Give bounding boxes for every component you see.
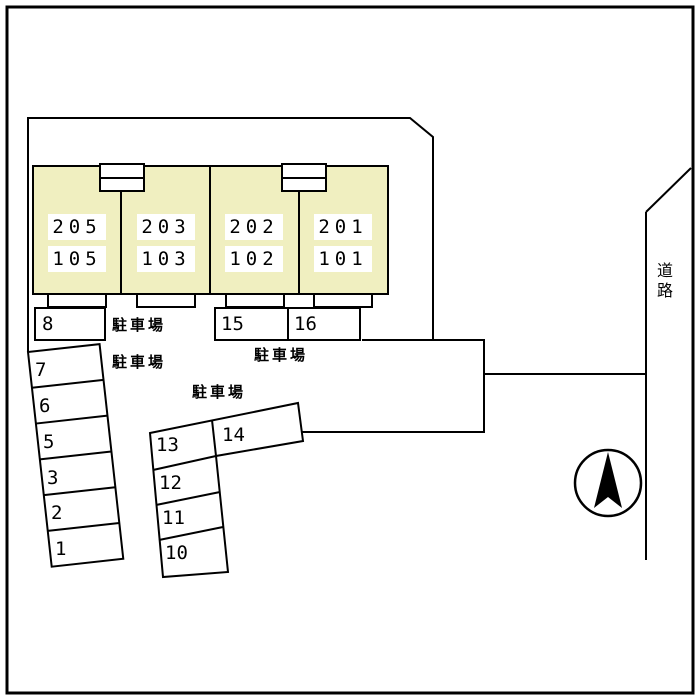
parking-number-6: 6: [39, 395, 51, 417]
left-column-divider-5: [47, 522, 120, 532]
parking-number-5: 5: [43, 431, 55, 453]
parking-number-10: 10: [165, 542, 188, 564]
parking-number-14: 14: [222, 424, 245, 446]
parking-area-label-4: 駐車場: [192, 383, 247, 401]
unit-label-105: 105: [48, 246, 106, 272]
parking-number-15: 15: [221, 313, 244, 335]
porch-1: [47, 293, 107, 308]
middle-divider-13-14: [211, 419, 217, 457]
site-boundary-step-lower: [302, 374, 485, 433]
road-diagonal-line: [645, 167, 692, 213]
parking-area-label-3: 駐車場: [254, 346, 309, 364]
left-column-divider-3: [39, 450, 112, 461]
parking-number-11: 11: [162, 507, 185, 529]
north-arrow-icon: [594, 452, 622, 508]
parking-number-16: 16: [294, 313, 317, 335]
left-parking-column: [26, 342, 125, 568]
parking-number-8: 8: [42, 313, 54, 335]
frame-border: [5, 5, 695, 695]
parking-area-label-2: 駐車場: [112, 353, 167, 371]
unit-label-205: 205: [48, 214, 106, 240]
parking-stall-8-box: [34, 307, 106, 341]
middle-divider-11-10: [158, 526, 224, 541]
parking-number-2: 2: [51, 502, 63, 524]
parking-number-3: 3: [47, 467, 59, 489]
parking-number-13: 13: [156, 434, 179, 456]
parking-area-label-1: 駐車場: [112, 316, 167, 334]
unit-label-202: 202: [225, 214, 283, 240]
parking-number-1: 1: [55, 538, 67, 560]
unit-label-103: 103: [137, 246, 195, 272]
porch-3: [225, 293, 285, 308]
parking-number-12: 12: [159, 472, 182, 494]
porch-4: [313, 293, 373, 308]
unit-label-203: 203: [137, 214, 195, 240]
parking-stall-16-box: [287, 307, 361, 341]
unit-label-102: 102: [225, 246, 283, 272]
left-column-divider-2: [35, 414, 108, 425]
middle-divider-13-12: [152, 455, 217, 471]
site-boundary-left-top: [27, 117, 434, 352]
middle-divider-12-11: [155, 491, 221, 506]
site-boundary-step-upper: [362, 339, 646, 375]
unit-label-201: 201: [314, 214, 372, 240]
road-label: 道路: [654, 262, 673, 302]
parking-number-7: 7: [35, 359, 47, 381]
unit-label-101: 101: [314, 246, 372, 272]
left-column-divider-4: [43, 486, 116, 497]
middle-parking-group: [148, 401, 305, 579]
left-column-divider-1: [31, 378, 104, 389]
porch-2: [136, 293, 196, 308]
